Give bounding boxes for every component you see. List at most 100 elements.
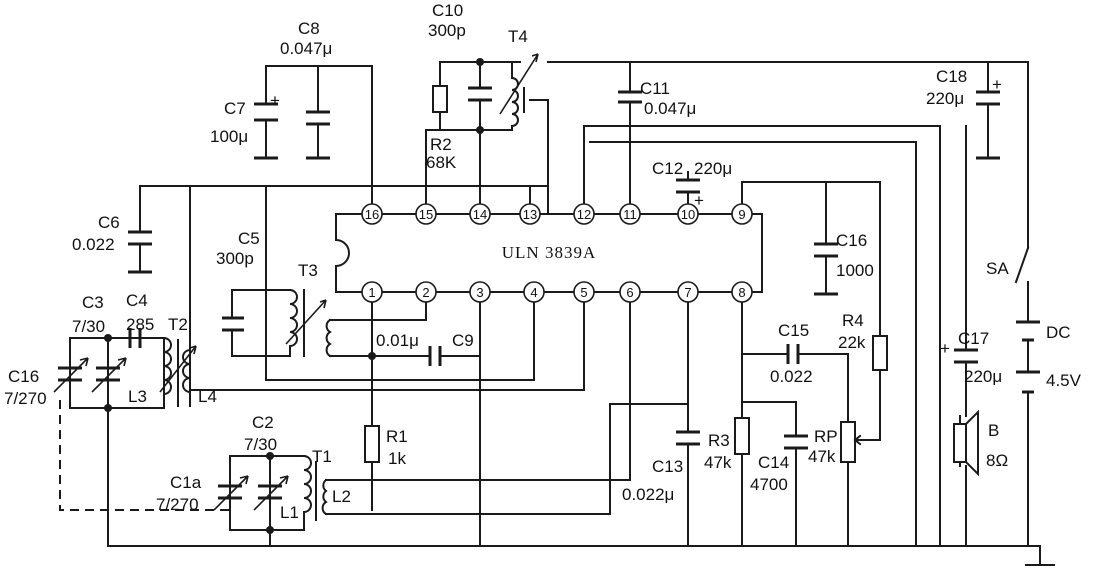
label-c11: C11 [640,79,670,98]
label-r4: R4 [842,311,864,330]
r1-symbol [364,425,380,463]
label-r1: R1 [386,427,408,446]
c16a-arrow [53,357,89,393]
l4-coil [182,348,192,407]
label-l1: L1 [280,503,299,522]
label-t1: T1 [312,447,332,466]
capacitors [53,86,1000,511]
power-section [1014,246,1040,394]
t2-arrow [159,345,197,393]
pin-bottom-7: 7 [677,281,699,303]
label-c2-val: 7/30 [244,435,277,454]
label-c18-plus: + [992,75,1002,94]
label-c16b-val: 1000 [836,261,874,280]
label-c1a: C1a [170,473,202,492]
svg-text:15: 15 [419,207,433,222]
speaker-b [953,409,979,477]
c14-symbol [784,434,808,450]
t4-core [499,53,539,115]
label-c14-val: 4700 [750,475,788,494]
wire-pin5 [189,291,585,391]
label-l4: L4 [198,387,217,406]
label-b-val: 8Ω [986,451,1008,470]
label-c3-val: 7/30 [72,317,105,336]
wire-c8-pin16 [265,65,373,215]
c4-symbol [128,328,142,348]
junction [104,334,112,342]
label-c8: C8 [298,19,320,38]
junction [368,352,376,360]
label-c9-val: 0.01μ [376,331,419,350]
rp-wiper [853,434,862,446]
pin-top-14: 14 [469,203,491,225]
rp-symbol [840,421,856,463]
svg-text:9: 9 [738,207,745,222]
label-c17: C17 [958,329,989,348]
speaker-box [953,423,967,463]
label-c3: C3 [82,293,104,312]
svg-text:11: 11 [623,207,637,222]
ic-pins: 16 15 14 13 12 11 10 9 1 2 3 4 5 6 7 8 [361,203,753,303]
junction [266,452,274,460]
ic-body [335,213,763,293]
pin-bottom-2: 2 [415,281,437,303]
pin-top-13: 13 [519,203,541,225]
svg-text:2: 2 [422,285,429,300]
wire-c3-left [69,337,165,409]
svg-text:8: 8 [738,285,745,300]
label-c14: C14 [758,453,789,472]
wire-rail-142 [589,141,917,547]
svg-text:3: 3 [476,285,483,300]
wire-top-rail [547,61,1029,249]
label-rp: RP [814,427,838,446]
t3-sec [325,318,332,358]
wires [69,61,1055,566]
ic-uln3839a: ULN 3839A [335,213,763,293]
resistors [364,85,888,463]
svg-text:1: 1 [368,285,375,300]
c13-symbol [676,430,700,446]
wire-pin9 [741,181,881,345]
c5-symbol [222,316,244,332]
pin-bottom-5: 5 [573,281,595,303]
component-labels: C8 0.047μ C10 300p T4 C11 0.047μ C18 220… [4,1,1082,522]
t3-coil [288,288,298,357]
c8-symbol [306,110,330,126]
wire-t3-box [231,289,291,357]
wire-c14 [741,401,797,437]
label-sa: SA [986,259,1009,278]
c18-symbol [976,90,1000,106]
r2-symbol [432,85,448,113]
label-t3: T3 [298,261,318,280]
label-c6: C6 [98,213,120,232]
c2-arrow [253,475,289,511]
label-c12-plus: + [694,191,704,210]
pin-top-12: 12 [573,203,595,225]
pin-top-11: 11 [619,203,641,225]
label-c18-val: 220μ [926,89,964,108]
label-c8-val: 0.047μ [280,39,332,58]
c16b-symbol [814,242,838,258]
label-c12: C12 [652,159,683,178]
label-c18: C18 [936,67,967,86]
wire-pin12-loop [583,125,941,547]
c7-symbol [254,102,278,122]
label-t4: T4 [508,27,528,46]
pin-bottom-6: 6 [619,281,641,303]
label-c5-val: 300p [216,249,254,268]
wire-t4-sec [529,99,549,187]
label-c15: C15 [778,321,809,340]
label-c9: C9 [452,331,474,350]
speaker-cone [964,409,979,477]
wire-r4-bot [859,369,881,441]
label-c2: C2 [252,413,274,432]
label-c10-val: 300p [428,21,466,40]
pin-top-9: 9 [731,203,753,225]
switch-sa [1014,246,1030,284]
c11-symbol [618,90,642,104]
ic-label: ULN 3839A [502,243,596,262]
t3-arrow [285,299,327,345]
label-c4: C4 [126,291,148,310]
l3-coil [162,336,172,409]
